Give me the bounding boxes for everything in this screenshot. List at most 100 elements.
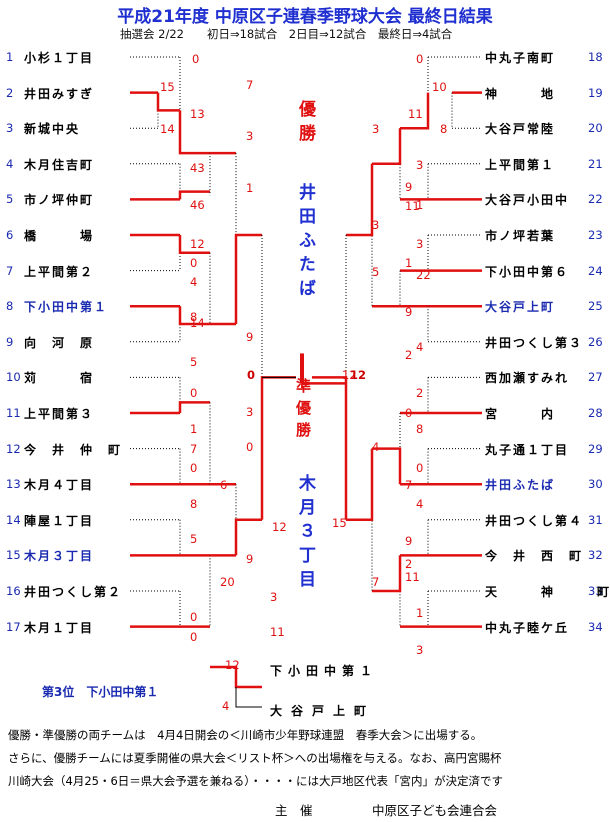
score-label: 5 bbox=[372, 265, 380, 279]
team-number: 3 bbox=[6, 121, 14, 136]
team-name: 陣屋１丁目 bbox=[24, 513, 95, 528]
team-name: 今 井 西 町 bbox=[485, 549, 584, 564]
score-label: 22 bbox=[416, 268, 431, 282]
score-label: 15 bbox=[332, 516, 347, 530]
team-number: 26 bbox=[588, 334, 603, 349]
team-name: 木月４丁目 bbox=[24, 478, 95, 493]
team-name: 橋 場 bbox=[24, 229, 95, 243]
bracket-line bbox=[372, 128, 402, 166]
team-number: 16 bbox=[6, 584, 21, 598]
bracket-line bbox=[178, 190, 210, 200]
score-label: 14 bbox=[160, 122, 175, 136]
team-number: 12 bbox=[6, 441, 21, 456]
third-score-1: 12 bbox=[225, 658, 240, 672]
team-name: 井田つくし第４ bbox=[485, 513, 584, 528]
score-label: 0 bbox=[416, 52, 424, 66]
team-name: 西加瀬すみれ bbox=[485, 371, 570, 386]
score-label: 2 bbox=[416, 386, 424, 400]
team-number: 1 bbox=[6, 50, 14, 64]
bracket-line bbox=[178, 306, 210, 326]
team-number: 20 bbox=[588, 121, 603, 136]
team-name: 井田ふたば bbox=[485, 478, 556, 493]
team-number: 17 bbox=[6, 619, 21, 634]
team-number: 28 bbox=[588, 406, 603, 420]
score-label: 12 bbox=[272, 520, 287, 534]
team-name: 下小田中第６ bbox=[485, 264, 570, 279]
score-label: 0 bbox=[192, 52, 200, 66]
team-name: 上平間第３ bbox=[24, 407, 95, 421]
team-name: 苅 宿 bbox=[24, 371, 95, 386]
score-label: 7 bbox=[372, 575, 380, 589]
score-label: 13 bbox=[190, 107, 205, 121]
score-label: 0 bbox=[246, 440, 254, 454]
champion-team: 井田ふたば bbox=[295, 183, 315, 303]
final-score-right: 12 bbox=[350, 368, 367, 382]
team-name: 上平間第２ bbox=[24, 264, 95, 279]
score-label: 9 bbox=[405, 180, 413, 194]
team-number: 9 bbox=[6, 334, 14, 349]
score-label: 46 bbox=[190, 198, 205, 212]
team-number: 5 bbox=[6, 192, 14, 207]
score-label: 15 bbox=[160, 80, 175, 94]
score-label: 14 bbox=[190, 316, 205, 330]
team-name: 天 神 町 bbox=[485, 585, 610, 599]
bracket-line bbox=[234, 518, 262, 556]
team-name: 井田つくし第３ bbox=[485, 335, 584, 350]
score-label: 8 bbox=[190, 497, 198, 511]
team-name: 向 河 原 bbox=[24, 335, 95, 350]
score-label: 8 bbox=[190, 310, 198, 324]
team-number: 23 bbox=[588, 228, 603, 242]
score-label: 1 bbox=[405, 256, 413, 270]
bracket-line bbox=[178, 401, 210, 413]
team-number: 30 bbox=[588, 477, 603, 492]
team-number: 2 bbox=[6, 85, 14, 100]
team-number: 32 bbox=[588, 548, 603, 563]
team-number: 33 bbox=[588, 584, 603, 598]
note-line-1: 優勝・準優勝の両チームは 4月4日開会の＜川崎市少年野球連盟 春季大会＞に出場す… bbox=[8, 728, 483, 742]
team-number: 31 bbox=[588, 512, 603, 527]
runnerup-team: 木月３丁目 bbox=[295, 474, 315, 594]
sponsor-name: 中原区子ども会連合会 bbox=[372, 803, 498, 818]
team-number: 18 bbox=[588, 50, 603, 64]
team-number: 13 bbox=[6, 477, 21, 492]
score-label: 11 bbox=[270, 625, 285, 639]
score-label: 9 bbox=[246, 330, 254, 344]
score-label: 20 bbox=[220, 575, 235, 589]
team-name: 新城中央 bbox=[24, 122, 81, 137]
team-name: 井田みすぎ bbox=[24, 86, 95, 101]
score-label: 1 bbox=[190, 422, 198, 436]
score-label: 3 bbox=[416, 237, 424, 251]
score-label: 11 bbox=[405, 570, 420, 584]
team-number: 21 bbox=[588, 156, 603, 171]
team-name: 丸子通１丁目 bbox=[485, 442, 570, 457]
team-number: 10 bbox=[6, 370, 21, 385]
bracket-line bbox=[156, 92, 180, 112]
score-label: 7 bbox=[405, 478, 413, 492]
team-name: 神 地 bbox=[485, 86, 556, 101]
bracket-line bbox=[260, 376, 296, 520]
score-label: 5 bbox=[190, 532, 198, 546]
score-label: 0 bbox=[190, 461, 198, 475]
bracket-line bbox=[346, 163, 374, 237]
team-name: 下小田中第１ bbox=[24, 300, 109, 315]
page-title: 平成21年度 中原区子連春季野球大会 最終日結果 bbox=[117, 7, 493, 27]
score-label: 12 bbox=[190, 237, 205, 251]
team-name: 大谷戸常陸 bbox=[485, 122, 556, 137]
score-label: 0 bbox=[190, 610, 198, 624]
score-label: 4 bbox=[190, 275, 198, 289]
team-name: 大谷戸小田中 bbox=[485, 193, 570, 208]
bracket-line bbox=[178, 110, 210, 155]
score-label: 1 bbox=[246, 181, 254, 195]
bracket-line bbox=[235, 687, 262, 708]
team-name: 宮 内 bbox=[485, 407, 556, 421]
team-name: 大谷戸上町 bbox=[485, 300, 556, 315]
runnerup-label: 準優勝 bbox=[294, 378, 312, 444]
note-line-2: さらに、優勝チームには夏季開催の県大会＜リスト杯＞への出場権を与える。なお、高円… bbox=[8, 751, 502, 765]
team-number: 8 bbox=[6, 299, 14, 314]
team-name: 中丸子睦ケ丘 bbox=[485, 620, 570, 635]
score-label: 9 bbox=[405, 534, 413, 548]
team-name: 木月３丁目 bbox=[24, 549, 95, 564]
score-label: 5 bbox=[190, 355, 198, 369]
score-label: 0 bbox=[416, 461, 424, 475]
